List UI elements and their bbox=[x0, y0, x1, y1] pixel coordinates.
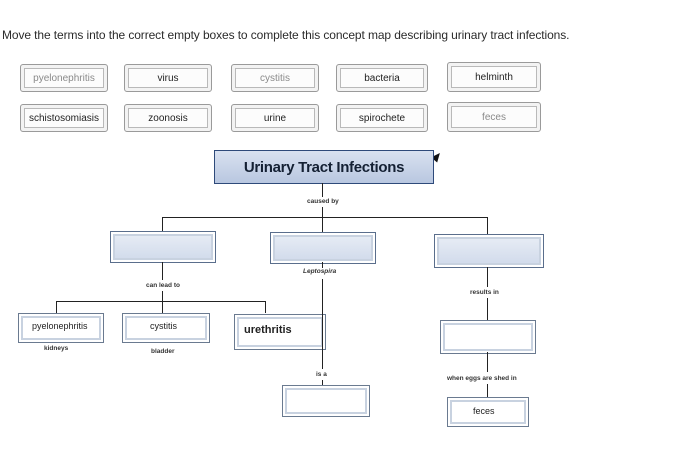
term-zoonosis[interactable]: zoonosis bbox=[124, 104, 212, 132]
term-spirochete[interactable]: spirochete bbox=[336, 104, 428, 132]
node-cystitis bbox=[122, 313, 210, 343]
term-schistosomiasis[interactable]: schistosomiasis bbox=[20, 104, 108, 132]
connector-line bbox=[322, 183, 323, 197]
connector-line bbox=[487, 352, 488, 372]
drop-box-results-in[interactable] bbox=[440, 320, 536, 354]
node-feces bbox=[447, 397, 529, 427]
instructions-text: Move the terms into the correct empty bo… bbox=[2, 28, 570, 42]
term-pyelonephritis[interactable]: pyelonephritis bbox=[20, 64, 108, 92]
connector-line bbox=[322, 380, 323, 385]
leptospira-label: Leptospira bbox=[303, 268, 337, 275]
drop-box-cause-2[interactable] bbox=[270, 232, 376, 264]
node-pyelonephritis bbox=[18, 313, 104, 343]
connector-line bbox=[487, 217, 488, 234]
connector-line bbox=[322, 217, 323, 232]
term-feces[interactable]: feces bbox=[447, 102, 541, 132]
term-bacteria[interactable]: bacteria bbox=[336, 64, 428, 92]
results-in-label: results in bbox=[470, 289, 499, 296]
when-eggs-label: when eggs are shed in bbox=[447, 375, 517, 382]
concept-map-title: Urinary Tract Infections bbox=[214, 150, 434, 184]
node-urethritis bbox=[234, 314, 326, 350]
term-virus[interactable]: virus bbox=[124, 64, 212, 92]
caused-by-label: caused by bbox=[307, 198, 339, 205]
connector-line bbox=[322, 207, 323, 217]
bladder-label: bladder bbox=[151, 348, 175, 355]
term-cystitis[interactable]: cystitis bbox=[231, 64, 319, 92]
term-urine[interactable]: urine bbox=[231, 104, 319, 132]
drop-box-cause-1[interactable] bbox=[110, 231, 216, 263]
connector-line bbox=[56, 301, 266, 302]
feces-text: feces bbox=[473, 406, 495, 416]
connector-line bbox=[322, 262, 323, 268]
connector-line bbox=[56, 301, 57, 313]
kidneys-label: kidneys bbox=[44, 345, 69, 352]
connector-line bbox=[162, 262, 163, 280]
cystitis-text: cystitis bbox=[150, 321, 177, 331]
connector-line bbox=[487, 298, 488, 320]
connector-line bbox=[487, 384, 488, 398]
connector-line bbox=[265, 301, 266, 313]
term-helminth[interactable]: helminth bbox=[447, 62, 541, 92]
connector-line bbox=[162, 217, 488, 218]
is-a-label: is a bbox=[316, 371, 327, 378]
connector-line bbox=[487, 267, 488, 287]
connector-line bbox=[162, 291, 163, 301]
can-lead-to-label: can lead to bbox=[146, 282, 180, 289]
connector-line bbox=[162, 217, 163, 232]
connector-line bbox=[162, 301, 163, 313]
urethritis-text: urethritis bbox=[244, 324, 292, 336]
connector-line bbox=[322, 279, 323, 369]
drop-box-cause-3[interactable] bbox=[434, 234, 544, 268]
drop-box-is-a[interactable] bbox=[282, 385, 370, 417]
pyelonephritis-text: pyelonephritis bbox=[32, 321, 88, 331]
